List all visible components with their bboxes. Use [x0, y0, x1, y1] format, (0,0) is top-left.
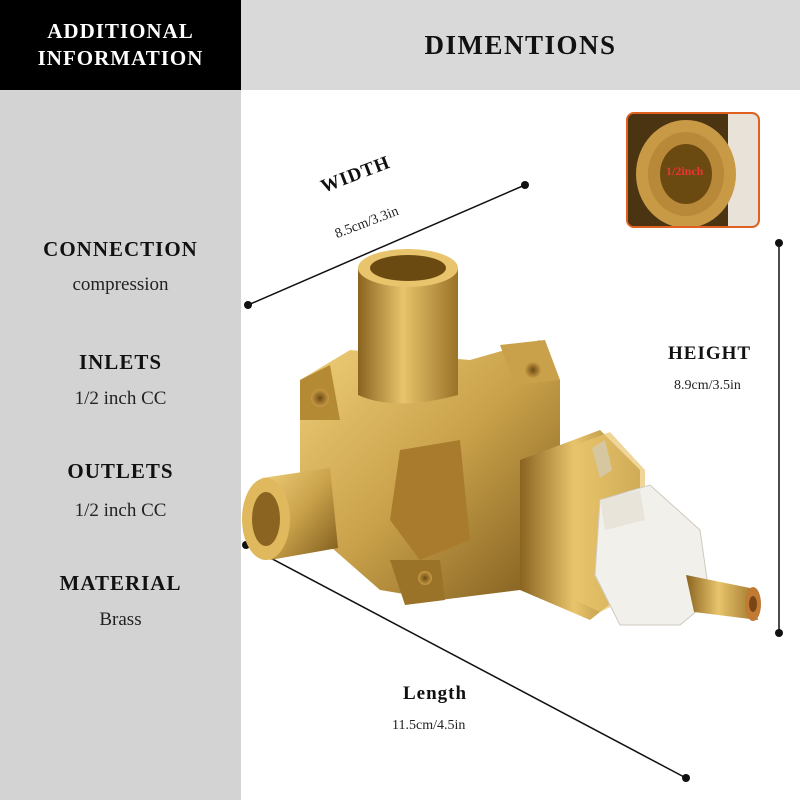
material-value: Brass — [99, 609, 142, 630]
inlets-value: 1/2 inch CC — [74, 388, 167, 409]
length-dimension-line — [242, 541, 690, 782]
inset-label: 1/2inch — [666, 164, 704, 178]
header-left-line2: INFORMATION — [37, 46, 204, 70]
height-dimension-line — [775, 239, 783, 637]
pipe-size-inset: 1/2inch — [626, 112, 760, 228]
inset-pipe-closeup — [628, 114, 758, 226]
connection-label: CONNECTION — [43, 237, 198, 261]
dimensions-header: DIMENTIONS — [241, 0, 800, 90]
outlets-label: OUTLETS — [67, 459, 174, 483]
length-label: Length — [403, 683, 468, 704]
brass-stem — [686, 575, 761, 621]
side-outlet-pipe — [242, 468, 338, 560]
plastic-cartridge — [594, 484, 711, 626]
additional-information-header: ADDITIONAL INFORMATION — [0, 0, 241, 90]
dimensions-title: DIMENTIONS — [424, 29, 617, 60]
header-left-line1: ADDITIONAL — [47, 19, 194, 43]
material-label: MATERIAL — [59, 571, 182, 595]
specs-sidebar — [0, 90, 241, 800]
width-dimension-line — [244, 181, 529, 309]
valve-body — [300, 340, 560, 605]
connection-value: compression — [72, 274, 169, 295]
inlets-label: INLETS — [78, 350, 163, 374]
top-inlet-pipe — [358, 249, 458, 404]
height-value: 8.9cm/3.5in — [674, 378, 741, 393]
height-label: HEIGHT — [668, 343, 752, 364]
outlets-value: 1/2 inch CC — [74, 500, 167, 521]
length-value: 11.5cm/4.5in — [392, 718, 466, 733]
